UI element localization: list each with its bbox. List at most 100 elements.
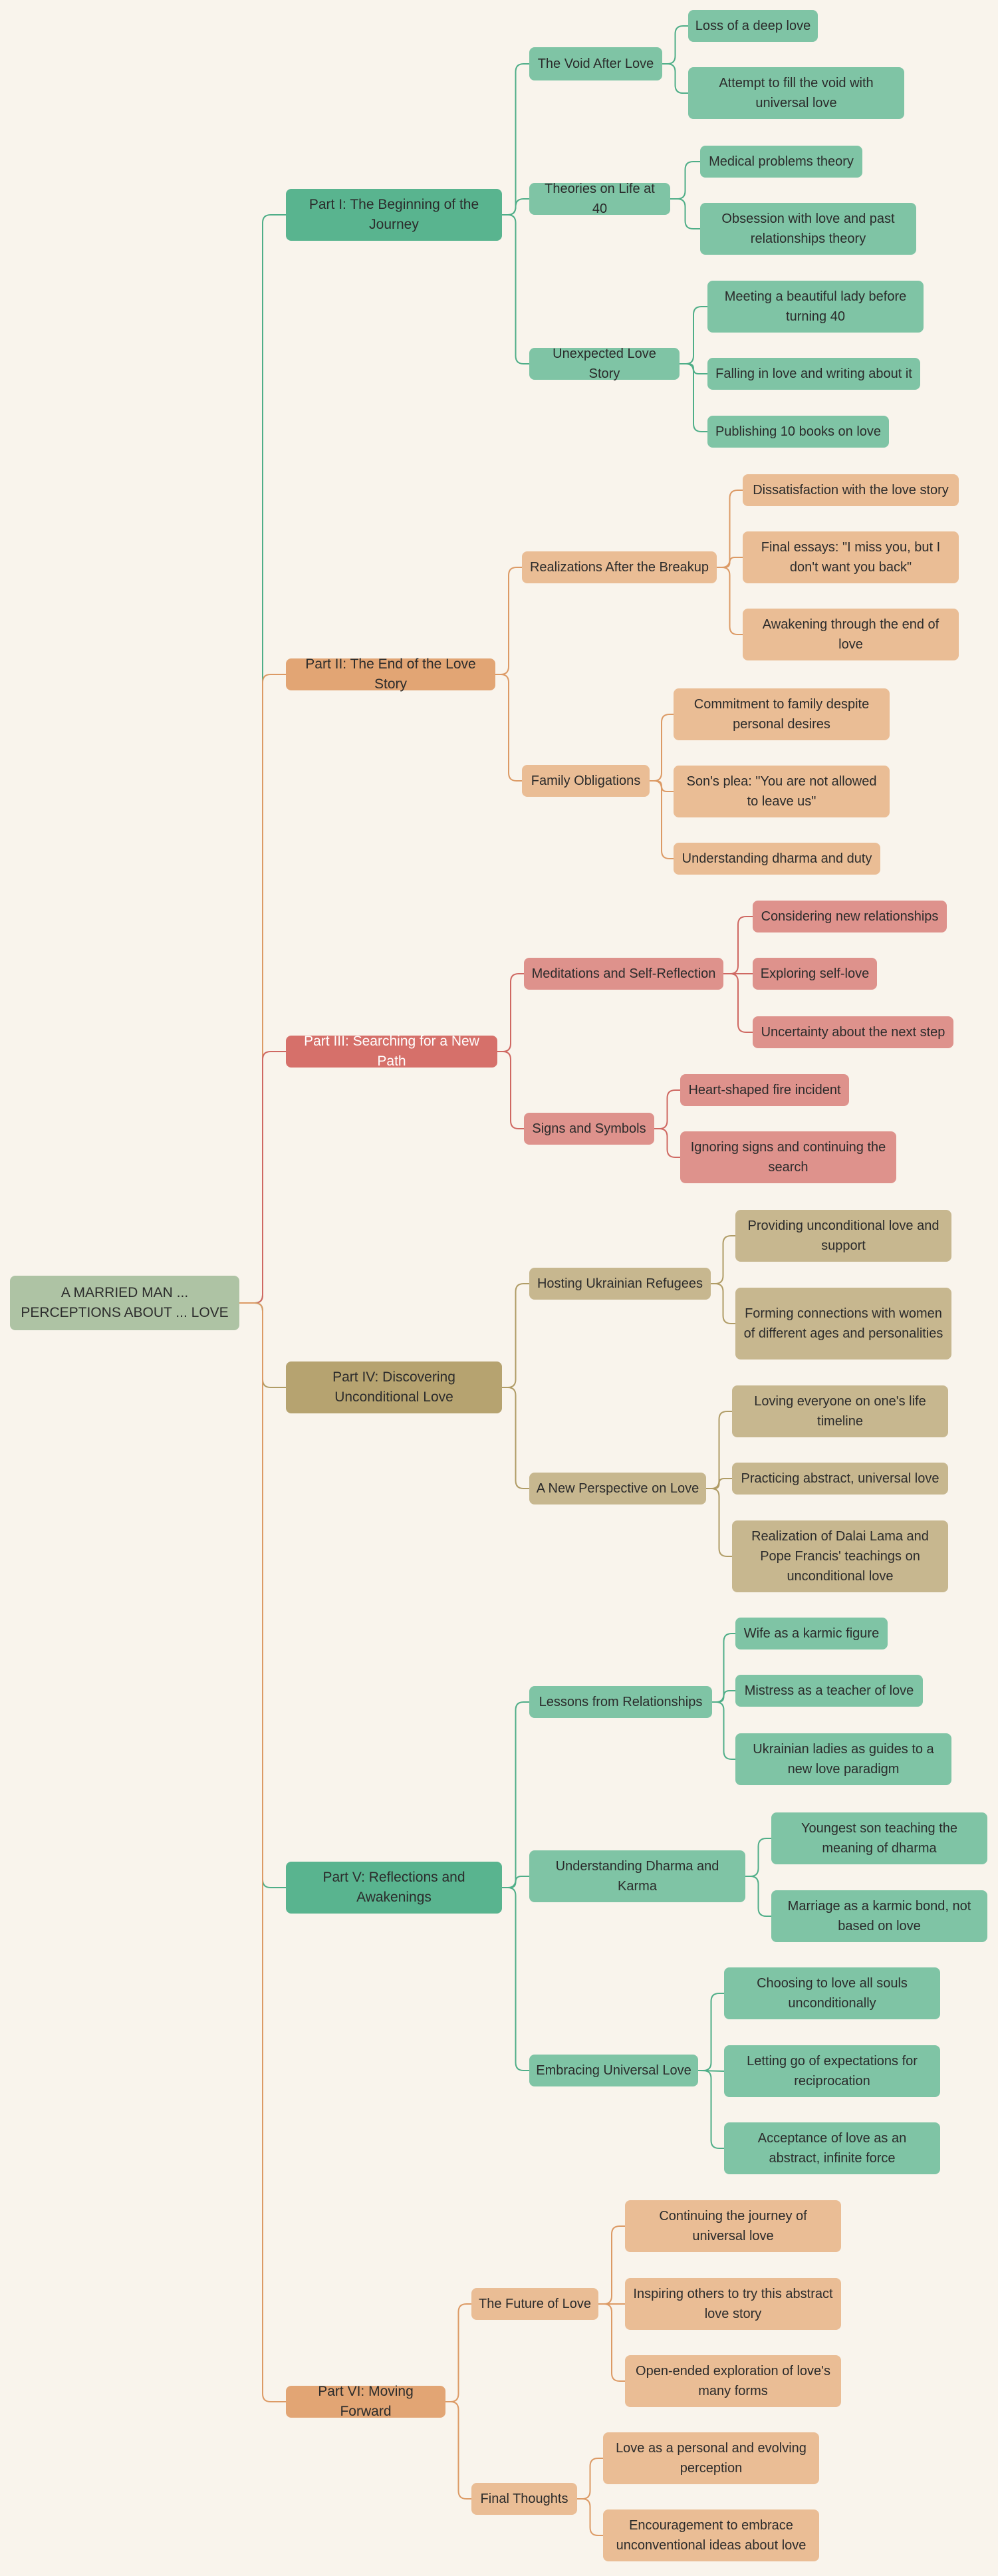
part-6-topic-2[interactable]: Final Thoughts xyxy=(471,2483,577,2515)
root-node[interactable]: A MARRIED MAN ... PERCEPTIONS ABOUT ... … xyxy=(10,1276,239,1330)
part-1-topic-1-item-2[interactable]: Attempt to fill the void with universal … xyxy=(688,67,904,119)
part-1-topic-3-item-2[interactable]: Falling in love and writing about it xyxy=(707,358,920,390)
part-6-topic-1-item-2[interactable]: Inspiring others to try this abstract lo… xyxy=(625,2278,841,2330)
part-5-topic-1[interactable]: Lessons from Relationships xyxy=(529,1686,712,1718)
part-2-topic-1[interactable]: Realizations After the Breakup xyxy=(522,551,717,583)
part-5-node[interactable]: Part V: Reflections and Awakenings xyxy=(286,1862,502,1914)
part-6-topic-1-item-3[interactable]: Open-ended exploration of love's many fo… xyxy=(625,2355,841,2407)
connector-part-5-topic-1-to-part-5-topic-1-item-1 xyxy=(712,1633,735,1703)
connector-part-4-topic-2-to-part-4-topic-2-item-2 xyxy=(706,1478,732,1489)
connector-part-5-topic-3-to-part-5-topic-3-item-3 xyxy=(698,2070,724,2149)
part-4-topic-1-item-1[interactable]: Providing unconditional love and support xyxy=(735,1210,951,1262)
connector-part-1-node-to-part-1-topic-3 xyxy=(502,214,529,364)
part-1-topic-1-item-1[interactable]: Loss of a deep love xyxy=(688,10,818,42)
part-1-topic-3-item-3[interactable]: Publishing 10 books on love xyxy=(707,416,889,448)
part-6-topic-2-item-1[interactable]: Love as a personal and evolving percepti… xyxy=(603,2432,819,2484)
connector-part-2-node-to-part-2-topic-1 xyxy=(495,567,522,675)
part-5-topic-3-item-3[interactable]: Acceptance of love as an abstract, infin… xyxy=(724,2122,940,2174)
part-2-topic-2-item-3[interactable]: Understanding dharma and duty xyxy=(674,843,880,875)
part-2-topic-1-item-2[interactable]: Final essays: "I miss you, but I don't w… xyxy=(743,531,959,583)
part-2-topic-1-item-3[interactable]: Awakening through the end of love xyxy=(743,609,959,660)
part-5-topic-2-item-2[interactable]: Marriage as a karmic bond, not based on … xyxy=(771,1890,987,1942)
connector-part-6-node-to-part-6-topic-1 xyxy=(445,2303,471,2402)
connector-part-6-node-to-part-6-topic-2 xyxy=(445,2401,471,2500)
connector-part-2-topic-2-to-part-2-topic-2-item-3 xyxy=(650,780,674,859)
part-4-node[interactable]: Part IV: Discovering Unconditional Love xyxy=(286,1361,502,1413)
connector-part-4-topic-1-to-part-4-topic-1-item-2 xyxy=(711,1283,735,1324)
connector-part-5-topic-3-to-part-5-topic-3-item-1 xyxy=(698,1993,724,2071)
part-4-topic-2[interactable]: A New Perspective on Love xyxy=(529,1473,706,1504)
part-1-topic-3[interactable]: Unexpected Love Story xyxy=(529,347,680,381)
connector-part-2-topic-2-to-part-2-topic-2-item-1 xyxy=(650,714,674,782)
part-4-topic-2-item-3[interactable]: Realization of Dalai Lama and Pope Franc… xyxy=(732,1520,948,1592)
connector-part-1-node-to-part-1-topic-1 xyxy=(502,63,529,215)
part-2-topic-1-item-1[interactable]: Dissatisfaction with the love story xyxy=(743,474,959,506)
part-1-topic-2[interactable]: Theories on Life at 40 xyxy=(529,182,670,216)
connector-part-6-topic-1-to-part-6-topic-1-item-1 xyxy=(598,2225,625,2305)
part-6-topic-1[interactable]: The Future of Love xyxy=(471,2288,598,2320)
part-1-topic-2-item-2[interactable]: Obsession with love and past relationshi… xyxy=(700,203,916,255)
part-5-topic-1-item-3[interactable]: Ukrainian ladies as guides to a new love… xyxy=(735,1733,951,1785)
part-5-topic-2-item-1[interactable]: Youngest son teaching the meaning of dha… xyxy=(771,1812,987,1864)
connector-part-1-topic-3-to-part-1-topic-3-item-3 xyxy=(680,363,707,432)
connector-part-6-topic-2-to-part-6-topic-2-item-1 xyxy=(577,2458,603,2500)
connector-part-5-topic-2-to-part-5-topic-2-item-1 xyxy=(745,1838,771,1877)
connector-part-2-topic-1-to-part-2-topic-1-item-2 xyxy=(717,557,743,568)
part-3-topic-1-item-2[interactable]: Exploring self-love xyxy=(753,958,877,990)
connector-part-4-topic-2-to-part-4-topic-2-item-3 xyxy=(706,1488,732,1557)
part-1-topic-3-item-1[interactable]: Meeting a beautiful lady before turning … xyxy=(707,281,924,333)
connector-part-3-topic-1-to-part-3-topic-1-item-3 xyxy=(723,973,753,1033)
connector-part-6-topic-1-to-part-6-topic-1-item-3 xyxy=(598,2303,625,2382)
part-3-topic-1-item-1[interactable]: Considering new relationships xyxy=(753,901,947,932)
part-4-topic-2-item-1[interactable]: Loving everyone on one's life timeline xyxy=(732,1385,948,1437)
part-2-topic-2-item-1[interactable]: Commitment to family despite personal de… xyxy=(674,688,890,740)
part-1-topic-2-item-1[interactable]: Medical problems theory xyxy=(700,146,862,178)
part-3-topic-2[interactable]: Signs and Symbols xyxy=(524,1113,654,1145)
part-6-node[interactable]: Part VI: Moving Forward xyxy=(286,2384,445,2419)
connector-part-5-node-to-part-5-topic-2 xyxy=(502,1876,529,1888)
connector-part-1-topic-3-to-part-1-topic-3-item-1 xyxy=(680,306,707,364)
connector-part-3-node-to-part-3-topic-2 xyxy=(497,1051,524,1129)
part-5-topic-3-item-2[interactable]: Letting go of expectations for reciproca… xyxy=(724,2045,940,2097)
connector-root-node-to-part-6-node xyxy=(239,1302,286,2402)
part-5-topic-3[interactable]: Embracing Universal Love xyxy=(529,2055,698,2086)
part-1-node[interactable]: Part I: The Beginning of the Journey xyxy=(286,189,502,241)
part-5-topic-3-item-1[interactable]: Choosing to love all souls unconditional… xyxy=(724,1967,940,2019)
part-4-topic-1-item-2[interactable]: Forming connections with women of differ… xyxy=(735,1288,951,1360)
part-3-topic-1-item-3[interactable]: Uncertainty about the next step xyxy=(753,1016,953,1048)
connector-part-2-topic-1-to-part-2-topic-1-item-1 xyxy=(717,490,743,568)
part-5-topic-1-item-1[interactable]: Wife as a karmic figure xyxy=(735,1618,888,1649)
connector-part-1-topic-2-to-part-1-topic-2-item-2 xyxy=(670,198,700,229)
connector-root-node-to-part-3-node xyxy=(239,1051,286,1304)
connector-part-5-node-to-part-5-topic-1 xyxy=(502,1701,529,1888)
connector-part-4-topic-1-to-part-4-topic-1-item-1 xyxy=(711,1235,735,1284)
connector-part-5-node-to-part-5-topic-3 xyxy=(502,1887,529,2071)
part-2-topic-2[interactable]: Family Obligations xyxy=(522,765,650,797)
part-4-topic-1[interactable]: Hosting Ukrainian Refugees xyxy=(529,1268,711,1300)
connector-part-1-topic-1-to-part-1-topic-1-item-1 xyxy=(662,25,688,65)
part-2-node[interactable]: Part II: The End of the Love Story xyxy=(286,656,495,692)
connector-part-5-topic-1-to-part-5-topic-1-item-2 xyxy=(712,1690,735,1703)
connector-part-5-topic-2-to-part-5-topic-2-item-2 xyxy=(745,1876,771,1917)
part-1-topic-1[interactable]: The Void After Love xyxy=(529,47,662,80)
part-3-topic-2-item-2[interactable]: Ignoring signs and continuing the search xyxy=(680,1131,896,1183)
part-5-topic-2[interactable]: Understanding Dharma and Karma xyxy=(529,1850,745,1902)
connector-part-3-node-to-part-3-topic-1 xyxy=(497,973,524,1052)
connector-part-3-topic-1-to-part-3-topic-1-item-1 xyxy=(723,916,753,974)
connector-part-1-node-to-part-1-topic-2 xyxy=(502,198,529,215)
part-6-topic-1-item-1[interactable]: Continuing the journey of universal love xyxy=(625,2200,841,2252)
part-6-topic-2-item-2[interactable]: Encouragement to embrace unconventional … xyxy=(603,2509,819,2561)
part-3-node[interactable]: Part III: Searching for a New Path xyxy=(286,1034,497,1069)
connector-part-3-topic-2-to-part-3-topic-2-item-1 xyxy=(654,1089,680,1129)
connector-part-2-topic-1-to-part-2-topic-1-item-3 xyxy=(717,567,743,635)
part-2-topic-2-item-2[interactable]: Son's plea: "You are not allowed to leav… xyxy=(674,766,890,817)
connector-part-1-topic-2-to-part-1-topic-2-item-1 xyxy=(670,161,700,200)
part-3-topic-2-item-1[interactable]: Heart-shaped fire incident xyxy=(680,1074,849,1106)
part-5-topic-1-item-2[interactable]: Mistress as a teacher of love xyxy=(735,1675,923,1707)
connector-part-6-topic-2-to-part-6-topic-2-item-2 xyxy=(577,2498,603,2536)
connector-part-4-topic-2-to-part-4-topic-2-item-1 xyxy=(706,1411,732,1489)
part-4-topic-2-item-2[interactable]: Practicing abstract, universal love xyxy=(732,1463,948,1495)
part-3-topic-1[interactable]: Meditations and Self-Reflection xyxy=(524,958,723,990)
